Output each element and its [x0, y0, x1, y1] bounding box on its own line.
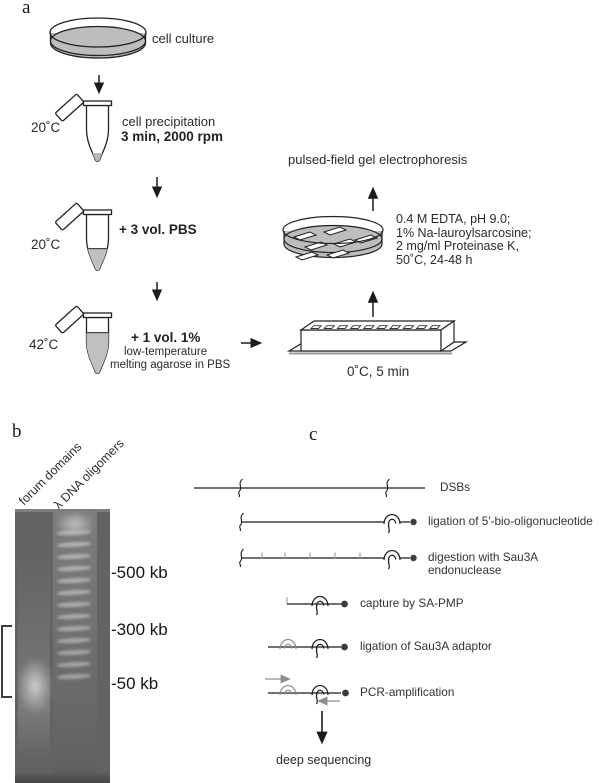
- lysis-line: 2 mg/ml Proteinase K,: [396, 239, 519, 253]
- step1-temp-label: 20˚C: [31, 120, 61, 135]
- lysis-line: 50˚C, 24-48 h: [396, 252, 473, 267]
- pcr-amplification-icon: [265, 674, 349, 706]
- step3-temp-label: 42˚C: [29, 337, 59, 352]
- size-marker-300kb: -300 kb: [111, 620, 168, 639]
- sau3a-adaptor-ligation-icon: [268, 638, 348, 659]
- step1-detail: 3 min, 2000 rpm: [121, 129, 224, 144]
- step-pcr-label: PCR-amplification: [360, 685, 455, 699]
- tube-icon: [55, 305, 113, 374]
- tube-icon: [55, 93, 113, 162]
- step2-title: + 3 vol. PBS: [119, 222, 197, 237]
- step-digestion-label-line2: endonuclease: [428, 563, 502, 577]
- petri-dish-icon: [49, 17, 147, 59]
- gel-lane-ladder: [53, 509, 97, 783]
- pfge-label: pulsed-field gel electrophoresis: [288, 152, 468, 167]
- gel-tray-icon: [286, 319, 469, 355]
- step-adaptor-label: ligation of Sau3A adaptor: [360, 639, 492, 653]
- lysis-line: 1% Na-lauroylsarcosine;: [396, 225, 532, 240]
- step3-title: + 1 vol. 1%: [131, 330, 201, 345]
- cell-culture-label: cell culture: [152, 31, 215, 46]
- deep-sequencing-label: deep sequencing: [276, 753, 372, 767]
- sa-pmp-capture-icon: [286, 595, 348, 616]
- step2-temp-label: 20˚C: [31, 237, 61, 252]
- step-digestion-label-line1: digestion with Sau3A: [428, 550, 539, 564]
- size-marker-500kb: -500 kb: [111, 563, 168, 582]
- step-ligation-bio-label: ligation of 5′-bio-oligonucleotide: [428, 514, 593, 528]
- size-range-bracket: [1, 625, 12, 698]
- plug-dish-icon: [282, 215, 384, 261]
- step1-title: cell precipitation: [122, 114, 216, 129]
- dsb-line-icon: [194, 478, 425, 498]
- sau3a-digestion-icon: [239, 548, 417, 570]
- step3-detail-2: melting agarose in PBS: [110, 359, 231, 371]
- lysis-line: 0.4 M EDTA, pH 9.0;: [396, 212, 511, 226]
- gel-bottom-shadow: [15, 771, 110, 783]
- tray-condition-label: 0˚C, 5 min: [347, 364, 410, 379]
- panel-c-label: c: [309, 424, 318, 445]
- forum-domains-band: [17, 657, 53, 715]
- step3-detail-1: low-temperature: [124, 346, 208, 358]
- panel-b-label: b: [12, 421, 22, 442]
- panel-a-label: a: [22, 0, 31, 18]
- bio-oligo-ligation-icon: [239, 512, 417, 534]
- gel-photo: [15, 509, 110, 783]
- step-capture-label: capture by SA-PMP: [360, 596, 464, 610]
- size-marker-50kb: -50 kb: [111, 674, 159, 693]
- lysis-buffer-text: 0.4 M EDTA, pH 9.0; 1% Na-lauroylsarcosi…: [396, 212, 532, 267]
- step-dsbs-label: DSBs: [440, 480, 471, 494]
- tube-icon: [55, 202, 113, 271]
